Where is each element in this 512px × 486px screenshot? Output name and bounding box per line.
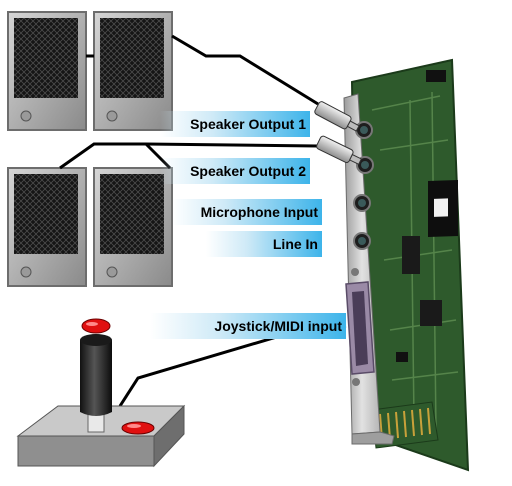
label-joystick-midi-input: Joystick/MIDI input <box>150 313 346 339</box>
joystick-fire-button <box>121 421 155 435</box>
label-microphone-input: Microphone Input <box>172 199 322 225</box>
speaker-top-left <box>7 11 87 131</box>
pcb-header <box>426 70 446 82</box>
speaker-knob <box>20 110 32 122</box>
card-bracket <box>343 93 395 445</box>
speaker-knob <box>106 266 118 278</box>
joystick-stick <box>80 334 112 416</box>
speaker-bottom-right <box>93 167 173 287</box>
plug-speaker-output-2 <box>316 135 362 165</box>
speaker-knob <box>106 110 118 122</box>
joystick <box>16 318 186 468</box>
speaker-bottom-left <box>7 167 87 287</box>
pcb-chip <box>420 300 442 326</box>
label-speaker-output-2: Speaker Output 2 <box>160 158 310 184</box>
joystick-base-front <box>17 435 155 467</box>
joystick-top-button <box>81 318 111 334</box>
label-line-in: Line In <box>206 231 322 257</box>
speaker-top-right <box>93 11 173 131</box>
speaker-knob <box>20 266 32 278</box>
plug-speaker-output-1 <box>314 101 360 132</box>
pcb-chip <box>402 236 420 274</box>
label-speaker-output-1: Speaker Output 1 <box>160 111 310 137</box>
